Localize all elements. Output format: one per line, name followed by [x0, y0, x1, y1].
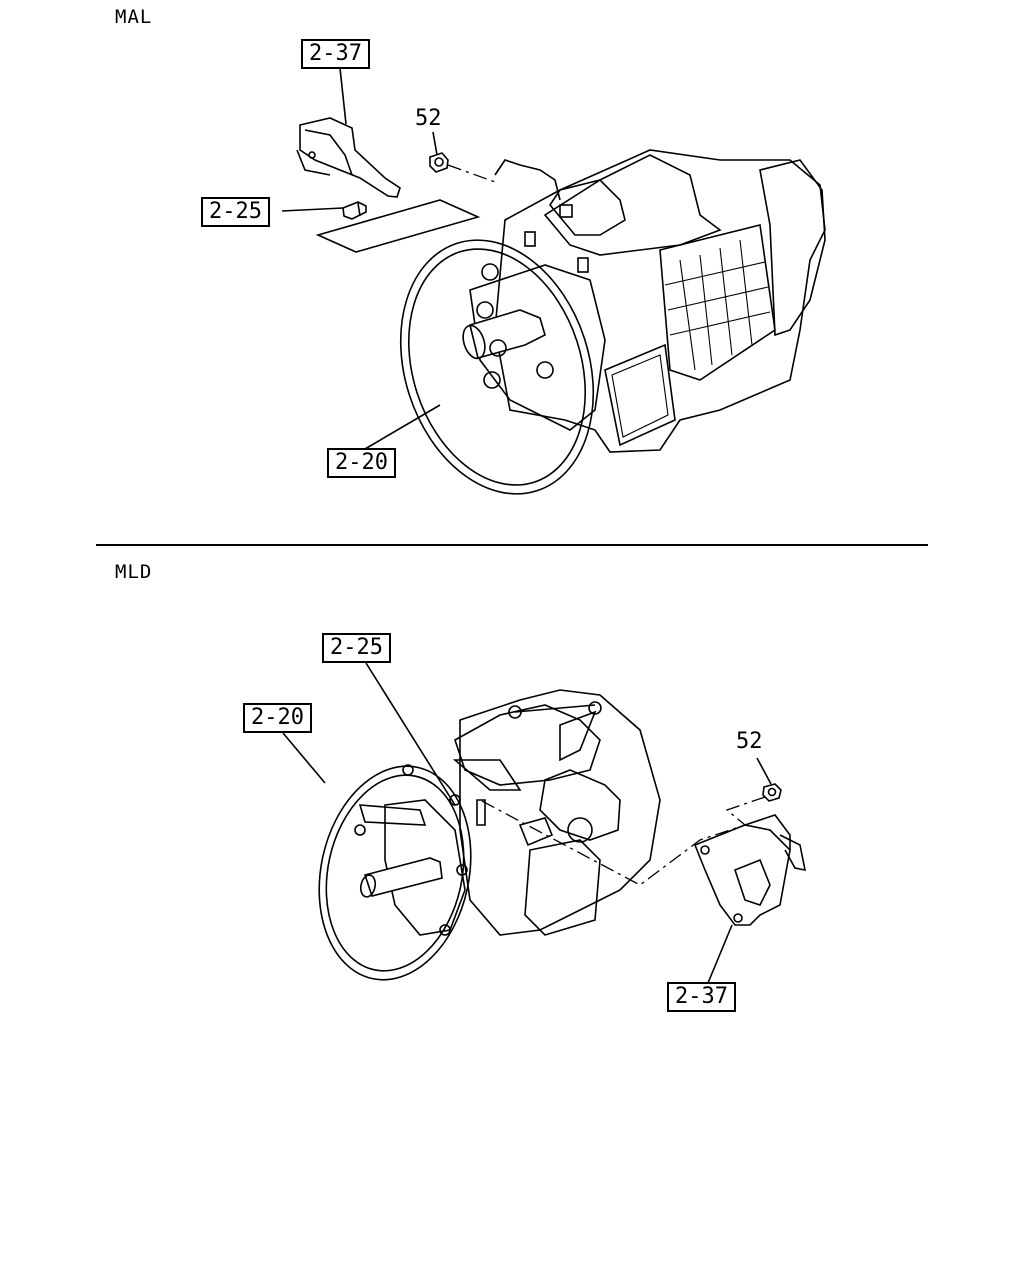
mal-mount-pad — [315, 199, 481, 253]
section-label-mal: MAL — [115, 6, 153, 28]
mal-stud-drawing — [342, 201, 367, 220]
mld-bracket-drawing — [693, 814, 807, 926]
mld-callout-stud[interactable]: 2-25 — [322, 633, 391, 663]
mld-callout-transmission[interactable]: 2-20 — [243, 703, 312, 733]
mal-callout-transmission[interactable]: 2-20 — [327, 448, 396, 478]
mal-nut-drawing — [429, 152, 449, 173]
section-label-mld: MLD — [115, 561, 153, 583]
mld-nut-drawing — [762, 783, 782, 802]
mal-transmission-drawing — [399, 149, 826, 495]
mal-callout-nut[interactable]: 52 — [415, 106, 442, 131]
mld-callout-nut[interactable]: 52 — [736, 729, 763, 754]
mld-callout-bracket[interactable]: 2-37 — [667, 982, 736, 1012]
mal-bracket-drawing — [296, 117, 401, 198]
mal-callout-stud[interactable]: 2-25 — [201, 197, 270, 227]
mld-stud-drawing — [476, 799, 486, 826]
mal-callout-bracket[interactable]: 2-37 — [301, 39, 370, 69]
mld-transmission-drawing — [318, 689, 661, 981]
